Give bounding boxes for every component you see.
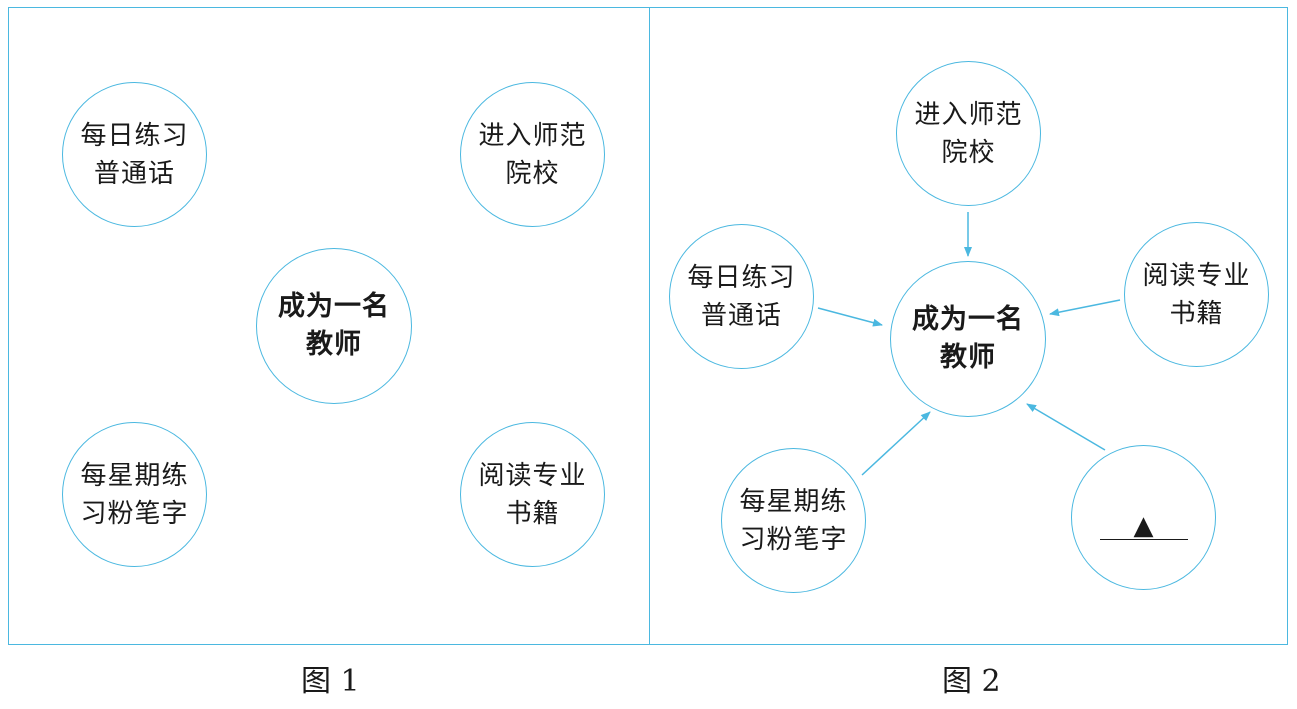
fig2-node-weekly-chalk-line1: 每星期练 xyxy=(739,486,848,517)
fig1-node-weekly-chalk-line2: 习粉笔字 xyxy=(80,498,189,529)
fig2-node-normal-school: 进入师范 院校 xyxy=(896,61,1041,206)
blank-underline xyxy=(1099,539,1188,540)
fig1-node-become-teacher-line1: 成为一名 xyxy=(278,291,390,322)
fig1-node-read-books-line1: 阅读专业 xyxy=(478,460,587,491)
fig1-node-become-teacher: 成为一名 教师 xyxy=(256,248,412,404)
fig1-node-read-books-line2: 书籍 xyxy=(505,498,560,529)
fig2-node-read-books-line1: 阅读专业 xyxy=(1142,260,1251,291)
fig2-arrow-from-right xyxy=(1049,299,1121,317)
fig2-node-daily-mandarin-line2: 普通话 xyxy=(700,300,782,331)
fig2-node-become-teacher-line1: 成为一名 xyxy=(912,304,1024,335)
fig2-node-normal-school-line2: 院校 xyxy=(941,137,996,168)
fig2-node-weekly-chalk: 每星期练 习粉笔字 xyxy=(721,448,866,593)
figure2-caption: 图 2 xyxy=(942,664,1001,699)
fig1-node-normal-school-line2: 院校 xyxy=(505,158,560,189)
fig2-arrow-from-bottom-right xyxy=(1026,403,1106,451)
fig2-node-daily-mandarin-line1: 每日练习 xyxy=(687,262,796,293)
fig2-node-read-books-line2: 书籍 xyxy=(1169,298,1224,329)
fig2-node-become-teacher: 成为一名 教师 xyxy=(890,261,1046,417)
fig1-node-daily-mandarin-line2: 普通话 xyxy=(93,158,175,189)
blank-mark: ▲ xyxy=(1099,511,1188,541)
fig1-node-weekly-chalk-line1: 每星期练 xyxy=(80,460,189,491)
fig2-node-daily-mandarin: 每日练习 普通话 xyxy=(669,224,814,369)
fig2-arrow-from-bottom-left xyxy=(861,411,931,476)
blank-triangle-icon: ▲ xyxy=(1133,511,1154,541)
fig1-node-become-teacher-line2: 教师 xyxy=(306,329,362,360)
fig2-node-weekly-chalk-line2: 习粉笔字 xyxy=(739,524,848,555)
fig2-node-become-teacher-line2: 教师 xyxy=(940,342,996,373)
fig1-node-daily-mandarin: 每日练习 普通话 xyxy=(62,82,207,227)
fig2-arrow-from-left xyxy=(817,307,883,327)
fig2-node-blank-answer: ▲ xyxy=(1071,445,1216,590)
fig1-node-normal-school: 进入师范 院校 xyxy=(460,82,605,227)
fig2-node-normal-school-line1: 进入师范 xyxy=(914,99,1023,130)
diagram-frame xyxy=(8,7,1288,645)
fig1-node-normal-school-line1: 进入师范 xyxy=(478,120,587,151)
fig1-node-read-books: 阅读专业 书籍 xyxy=(460,422,605,567)
figure1-caption: 图 1 xyxy=(301,664,360,699)
panel-divider xyxy=(649,7,650,645)
fig1-node-daily-mandarin-line1: 每日练习 xyxy=(80,120,189,151)
fig2-node-read-books: 阅读专业 书籍 xyxy=(1124,222,1269,367)
fig1-node-weekly-chalk: 每星期练 习粉笔字 xyxy=(62,422,207,567)
